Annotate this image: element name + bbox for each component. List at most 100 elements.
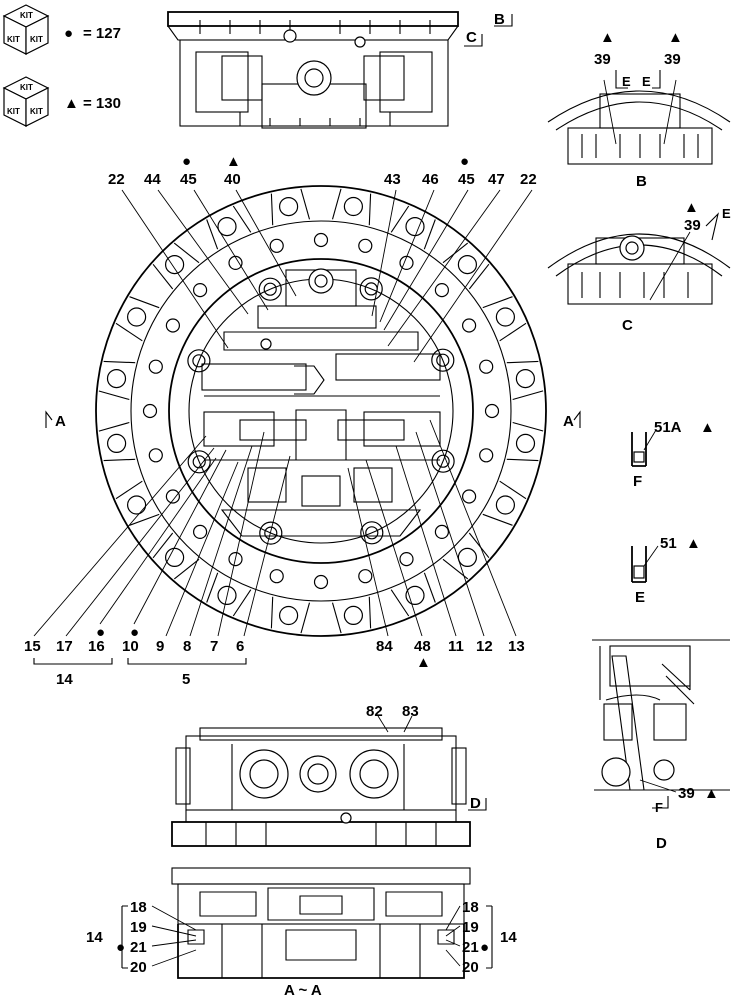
inner-bolt-hole	[148, 359, 163, 374]
group-14: 14	[56, 671, 73, 688]
legend-triangle-kit: = 130	[83, 95, 121, 112]
flange-lug-edge	[331, 188, 342, 220]
flange-lug-edge	[482, 513, 513, 526]
section-labels-right: 14 18 19 21 ● 20	[445, 899, 517, 976]
outer-bolt-hole	[127, 495, 147, 515]
kit-legend: KIT KIT KIT ● = 127 KIT KIT KIT ▲ = 130	[2, 4, 121, 127]
flange-lug-edge	[423, 572, 436, 603]
flange-lug-edge	[390, 589, 410, 617]
flange-lug-edge	[300, 602, 311, 634]
inner-bolt-hole	[399, 551, 414, 567]
outer-bolt-hole	[495, 495, 515, 515]
kit-right-label: KIT	[30, 107, 43, 116]
section-right-21-mark: ●	[480, 939, 489, 956]
outer-bolt-hole	[217, 217, 237, 237]
callout-13: 13	[508, 638, 525, 655]
detail-b-ref-e-1: E	[622, 74, 631, 89]
inner-bolt-hole	[148, 448, 163, 463]
inner-bolt-hole	[434, 283, 449, 298]
flange-lug-edge	[98, 421, 130, 432]
kit-cube-icon-1: KIT KIT KIT	[2, 4, 50, 55]
outer-bolt-hole	[106, 369, 127, 389]
main-view-holes	[98, 188, 544, 634]
flange-lug-edge	[129, 296, 160, 309]
section-group-left: 14	[86, 929, 103, 946]
outer-bolt-hole	[106, 433, 127, 453]
callout-45-left-mark: ●	[182, 153, 191, 170]
outer-bolt-hole	[279, 605, 299, 626]
callouts-top: 22 44 ● 45 ▲ 40 43 46 ● 45 47 22	[108, 153, 537, 188]
flange-lug-edge	[423, 219, 436, 250]
detail-e-mark: ▲	[686, 535, 701, 552]
callout-43: 43	[384, 171, 401, 188]
flange-lug-edge	[173, 558, 200, 580]
side-part-82: 82	[366, 703, 383, 720]
callout-10-mark: ●	[130, 624, 139, 641]
callout-11: 11	[448, 638, 464, 655]
flange-lug-edge	[300, 188, 311, 220]
callout-44: 44	[144, 171, 161, 188]
inner-bolt-hole	[479, 359, 494, 374]
flange-lug-edge	[206, 572, 219, 603]
flange-lug-edge	[173, 242, 200, 264]
detail-d: 39 ▲ F D	[592, 639, 730, 852]
kit-left-label: KIT	[7, 35, 20, 44]
kit-right-label: KIT	[30, 35, 43, 44]
callout-45-right-mark: ●	[460, 153, 469, 170]
flange-lug-edge	[468, 532, 490, 559]
callout-17: 17	[56, 638, 73, 655]
outer-bolt-hole	[343, 605, 363, 626]
detail-d-title: D	[656, 835, 667, 852]
detail-b-ref-e-2: E	[642, 74, 651, 89]
detail-f-part: 51A	[654, 419, 682, 436]
legend-triangle-symbol: ▲	[64, 95, 79, 112]
section-left-21-mark: ●	[116, 939, 125, 956]
section-left-20: 20	[130, 959, 147, 976]
detail-d-ref-f: F	[655, 800, 663, 815]
flange-lug-edge	[115, 480, 143, 500]
callout-45-left: 45	[180, 171, 197, 188]
legend-circle-kit: = 127	[83, 25, 121, 42]
detail-d-mark: ▲	[704, 785, 719, 802]
flange-lug-edge	[232, 589, 252, 617]
detail-b-mark-2: ▲	[668, 29, 683, 46]
inner-bolt-hole	[479, 448, 494, 463]
inner-bolt-hole	[313, 574, 329, 590]
flange-lug-edge	[206, 219, 219, 250]
callout-45-right: 45	[458, 171, 475, 188]
callout-12: 12	[476, 638, 493, 655]
inner-bolt-hole	[462, 318, 477, 333]
flange-lug-edge	[482, 296, 513, 309]
detail-c-title: C	[622, 317, 633, 334]
callout-6: 6	[236, 638, 244, 655]
inner-bolt-hole	[165, 318, 180, 333]
bracket-5	[127, 658, 247, 665]
flange-lug-edge	[98, 390, 130, 401]
inner-bolt-hole	[462, 489, 477, 504]
detail-e-title: E	[635, 589, 645, 606]
section-view: A ~ A	[171, 867, 471, 999]
detail-c-part: 39	[684, 217, 701, 234]
flange-lug-edge	[512, 390, 544, 401]
leader-lines	[33, 189, 533, 637]
detail-c-mark: ▲	[684, 199, 699, 216]
detail-b-part-1: 39	[594, 51, 611, 68]
side-part-83: 83	[402, 703, 419, 720]
callout-22-right: 22	[520, 171, 537, 188]
detail-f: 51A ▲ F	[631, 419, 715, 490]
detail-e: 51 ▲ E	[631, 535, 701, 606]
flange-lug-edge	[368, 193, 372, 226]
outer-bolt-hole	[165, 547, 185, 568]
detail-b-mark-1: ▲	[600, 29, 615, 46]
flange-lug-edge	[468, 263, 490, 290]
kit-top-label: KIT	[20, 83, 33, 92]
section-left-18: 18	[130, 899, 147, 916]
side-view: 82 83 D	[171, 703, 487, 847]
section-left-21: 21	[130, 939, 147, 956]
inner-bolt-hole	[165, 489, 180, 504]
outer-bolt-hole	[165, 255, 185, 275]
flange-lug-edge	[129, 513, 160, 526]
section-mark-left: A	[55, 413, 66, 430]
detail-b-title: B	[636, 173, 647, 190]
